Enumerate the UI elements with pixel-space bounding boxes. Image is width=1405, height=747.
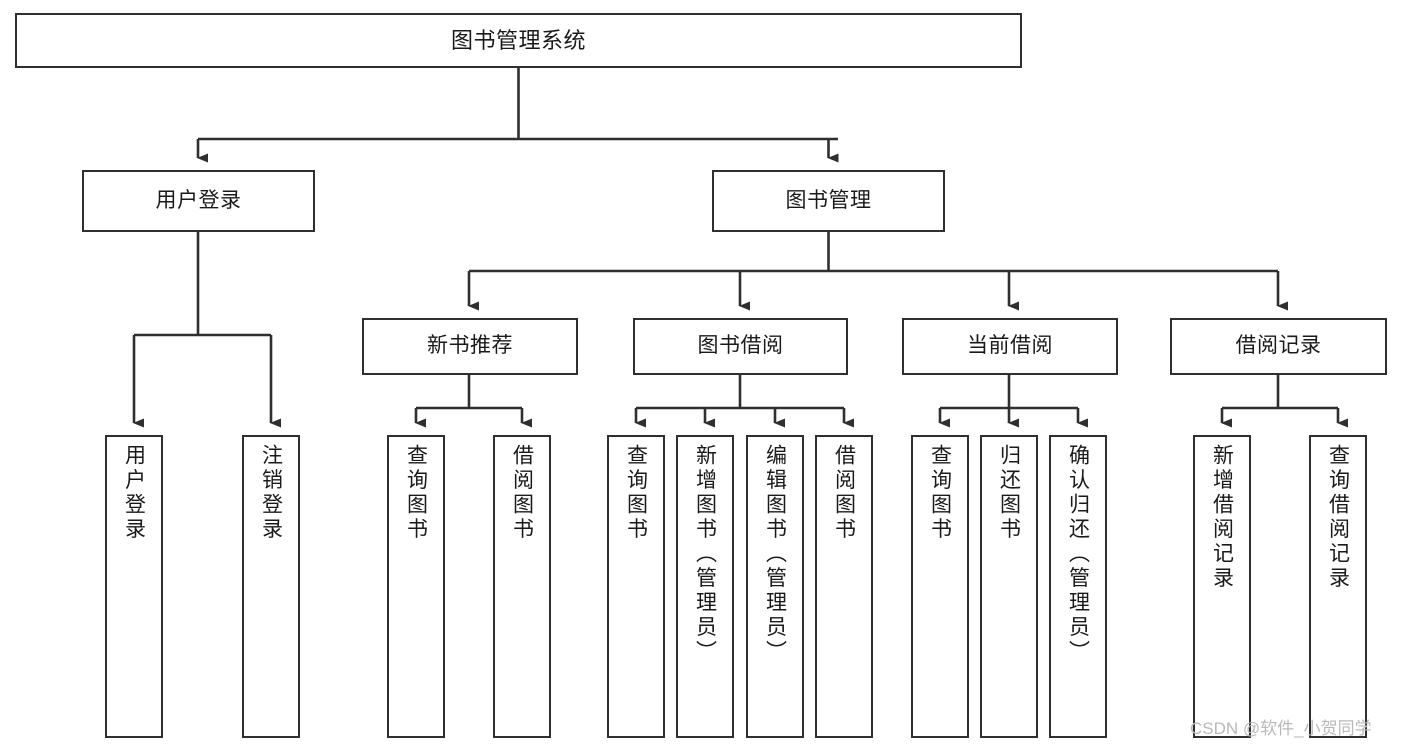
node-leaf-borrow-record-add-label: 新增借阅记录: [1210, 444, 1234, 591]
node-borrow-record-label: 借阅记录: [1235, 334, 1322, 358]
node-leaf-book-borrow-borrow-label: 借阅图书: [832, 444, 856, 542]
node-new-book-recommend[interactable]: 新书推荐: [362, 318, 578, 375]
node-root-system[interactable]: 图书管理系统: [15, 13, 1022, 68]
node-leaf-borrow-record-query-label: 查询借阅记录: [1326, 444, 1350, 591]
node-book-borrow[interactable]: 图书借阅: [633, 318, 848, 375]
node-book-management[interactable]: 图书管理: [712, 170, 945, 232]
node-user-login-label: 用户登录: [155, 188, 242, 212]
node-leaf-book-borrow-add-label: 新增图书（管理员）: [693, 444, 717, 665]
node-leaf-current-borrow-return-label: 归还图书: [997, 444, 1021, 542]
node-current-borrow[interactable]: 当前借阅: [902, 318, 1118, 375]
node-leaf-book-borrow-edit-label: 编辑图书（管理员）: [763, 444, 787, 665]
node-leaf-current-borrow-query-label: 查询图书: [928, 444, 952, 542]
node-leaf-user-login-signout[interactable]: 注销登录: [242, 435, 300, 738]
node-new-book-recommend-label: 新书推荐: [427, 334, 513, 358]
node-leaf-current-borrow-confirm-return-label: 确认归还（管理员）: [1066, 444, 1090, 665]
node-leaf-book-borrow-add[interactable]: 新增图书（管理员）: [676, 435, 734, 738]
node-leaf-current-borrow-return[interactable]: 归还图书: [980, 435, 1038, 738]
node-leaf-book-borrow-query-label: 查询图书: [624, 444, 648, 542]
node-leaf-current-borrow-confirm-return[interactable]: 确认归还（管理员）: [1049, 435, 1107, 738]
node-user-login[interactable]: 用户登录: [82, 170, 315, 232]
node-leaf-new-book-query[interactable]: 查询图书: [387, 435, 445, 738]
node-leaf-borrow-record-query[interactable]: 查询借阅记录: [1309, 435, 1367, 738]
csdn-watermark: CSDN @软件_小贺同学: [1190, 719, 1372, 738]
node-leaf-book-borrow-query[interactable]: 查询图书: [607, 435, 665, 738]
node-leaf-book-borrow-borrow[interactable]: 借阅图书: [815, 435, 873, 738]
node-book-management-label: 图书管理: [785, 188, 872, 212]
node-leaf-user-login-signin-label: 用户登录: [122, 444, 146, 542]
node-leaf-user-login-signin[interactable]: 用户登录: [105, 435, 163, 738]
node-leaf-book-borrow-edit[interactable]: 编辑图书（管理员）: [746, 435, 804, 738]
node-leaf-new-book-borrow-label: 借阅图书: [510, 444, 534, 542]
node-leaf-user-login-signout-label: 注销登录: [259, 444, 283, 542]
node-book-borrow-label: 图书借阅: [697, 334, 784, 358]
node-current-borrow-label: 当前借阅: [967, 334, 1053, 358]
node-leaf-borrow-record-add[interactable]: 新增借阅记录: [1193, 435, 1251, 738]
node-root-system-label: 图书管理系统: [450, 27, 586, 53]
node-leaf-current-borrow-query[interactable]: 查询图书: [911, 435, 969, 738]
node-leaf-new-book-borrow[interactable]: 借阅图书: [493, 435, 551, 738]
node-borrow-record[interactable]: 借阅记录: [1170, 318, 1387, 375]
node-leaf-new-book-query-label: 查询图书: [404, 444, 428, 542]
